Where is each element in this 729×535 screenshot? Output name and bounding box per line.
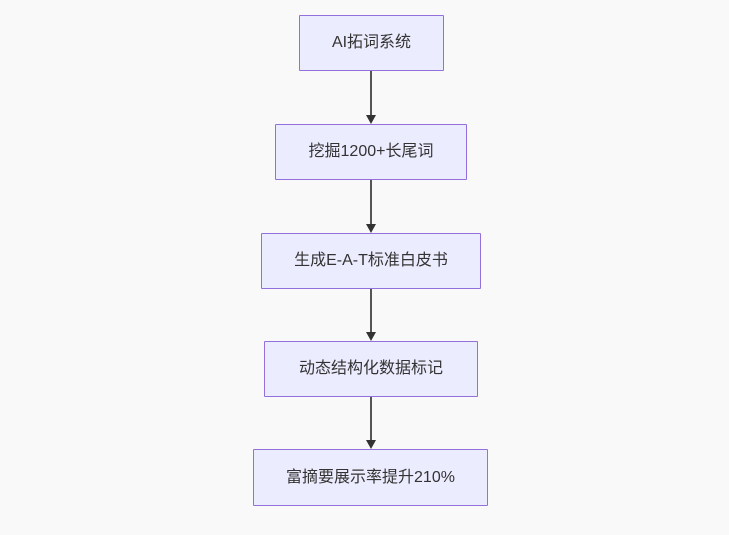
flowchart-node-structured-data-markup: 动态结构化数据标记 — [264, 341, 478, 397]
arrow-line — [370, 71, 372, 115]
arrow-line — [370, 289, 372, 332]
node-label: 挖掘1200+长尾词 — [308, 143, 434, 161]
arrow-line — [370, 180, 372, 224]
node-label: 富摘要展示率提升210% — [286, 468, 455, 486]
arrowhead-icon — [366, 224, 376, 233]
node-label: 动态结构化数据标记 — [298, 360, 443, 378]
node-label: 生成E-A-T标准白皮书 — [294, 252, 448, 270]
node-label: AI拓词系统 — [331, 34, 412, 52]
arrowhead-icon — [366, 332, 376, 341]
arrowhead-icon — [366, 440, 376, 449]
flowchart-node-rich-snippet-result: 富摘要展示率提升210% — [253, 449, 488, 506]
flowchart-node-eat-whitepaper: 生成E-A-T标准白皮书 — [261, 233, 481, 289]
arrowhead-icon — [366, 115, 376, 124]
flowchart-node-ai-word-system: AI拓词系统 — [299, 15, 444, 71]
flowchart-arrow-3 — [365, 289, 377, 341]
flowchart-arrow-2 — [365, 180, 377, 233]
flowchart-arrow-4 — [365, 397, 377, 449]
arrow-line — [370, 397, 372, 440]
flowchart-arrow-1 — [365, 71, 377, 124]
flowchart-node-longtail-mining: 挖掘1200+长尾词 — [275, 124, 467, 180]
